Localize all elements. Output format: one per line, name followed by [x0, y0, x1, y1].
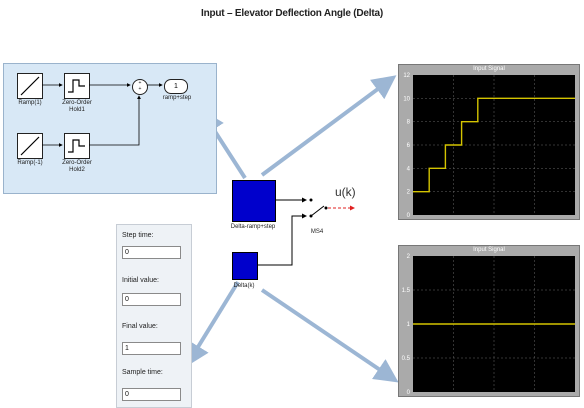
sample-time-field[interactable]: 0 — [122, 388, 181, 401]
output-label: u(k) — [335, 185, 356, 199]
zoh1-block[interactable] — [64, 73, 90, 99]
sum-signs: + + — [138, 80, 142, 92]
scope-top: Input Signal 0 2 4 6 8 10 12 — [398, 64, 580, 220]
y-tick-label: 0.5 — [402, 356, 411, 362]
y-tick-label: 1.5 — [402, 288, 411, 294]
delta-label: Delta(k) — [233, 283, 255, 289]
step-time-label: Step time: — [122, 232, 154, 239]
arrow-to-scope-bottom — [260, 288, 399, 383]
sample-time-label: Sample time: — [122, 369, 163, 376]
zero-order-hold-icon — [68, 139, 85, 153]
y-tick-label: 2 — [407, 190, 411, 196]
scope-top-title: Input Signal — [473, 66, 505, 72]
ramp-icon — [20, 136, 40, 156]
scope-bottom: Input Signal 0 0.5 1 1.5 2 — [398, 245, 580, 397]
arrow-to-scope-top — [260, 75, 397, 177]
outport-block[interactable]: 1 — [164, 79, 188, 94]
scope-top-plot: 0 2 4 6 8 10 12 — [403, 73, 575, 219]
zero-order-hold-icon — [68, 79, 85, 93]
step-time-field[interactable]: 0 — [122, 246, 181, 259]
outport-label: ramp+step — [162, 95, 192, 101]
y-tick-label: 0 — [407, 390, 411, 396]
switch-label: MS4 — [310, 229, 324, 235]
initial-value-field[interactable]: 0 — [122, 293, 181, 306]
y-tick-label: 10 — [403, 96, 410, 102]
sum-block[interactable]: + + — [132, 79, 148, 95]
ramp2-block[interactable] — [17, 133, 43, 159]
delta-ramp-step-block[interactable] — [232, 180, 276, 222]
step-parameters-panel: Step time: 0 Initial value: 0 Final valu… — [116, 224, 192, 408]
y-tick-label: 0 — [407, 213, 411, 219]
zoh1-label: Zero-Order Hold1 — [62, 100, 92, 113]
scope-bottom-plot: 0 0.5 1 1.5 2 — [402, 254, 575, 396]
y-tick-label: 2 — [407, 254, 411, 260]
delta-block[interactable] — [232, 252, 258, 280]
y-tick-label: 12 — [403, 73, 410, 79]
y-tick-label: 4 — [407, 166, 411, 172]
y-tick-label: 1 — [407, 322, 411, 328]
ramp1-label: Ramp(1) — [18, 100, 42, 106]
zoh2-block[interactable] — [64, 133, 90, 159]
ramp1-block[interactable] — [17, 73, 43, 99]
subsystem-wires — [42, 83, 163, 147]
delta-ramp-step-label: Delta-ramp+step — [230, 224, 276, 230]
final-value-field[interactable]: 1 — [122, 342, 181, 355]
ramp2-label: Ramp(-1) — [17, 160, 43, 166]
initial-value-label: Initial value: — [122, 277, 159, 284]
page-title: Input – Elevator Deflection Angle (Delta… — [200, 8, 383, 19]
y-tick-label: 6 — [407, 143, 411, 149]
ramp-icon — [20, 76, 40, 96]
series-line — [413, 97, 575, 193]
final-value-label: Final value: — [122, 323, 158, 330]
scope-bottom-title: Input Signal — [473, 247, 505, 253]
y-tick-label: 8 — [407, 120, 411, 126]
zoh2-label: Zero-Order Hold2 — [62, 160, 92, 173]
outport-number: 1 — [174, 83, 178, 90]
arrow-to-params — [185, 280, 240, 367]
subsystem-panel: Ramp(1) Zero-Order Hold1 Ramp(-1) Zero-O… — [3, 63, 217, 194]
